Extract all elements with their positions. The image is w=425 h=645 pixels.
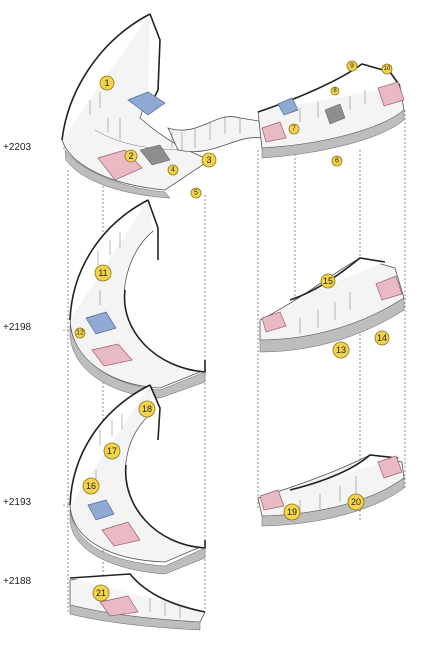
marker-8-label: 8 bbox=[333, 88, 337, 94]
marker-2-label: 2 bbox=[128, 151, 133, 161]
marker-12: 12 bbox=[74, 327, 86, 339]
marker-6: 6 bbox=[331, 155, 343, 167]
marker-19-label: 19 bbox=[287, 507, 297, 517]
marker-2: 2 bbox=[124, 149, 138, 163]
marker-18-label: 18 bbox=[142, 404, 152, 414]
marker-13: 13 bbox=[332, 341, 350, 359]
marker-11-label: 11 bbox=[98, 268, 107, 278]
marker-3-label: 3 bbox=[206, 155, 211, 165]
level-2198-west-wing bbox=[69, 199, 207, 399]
level-2203-west-wing bbox=[61, 13, 211, 199]
marker-20: 20 bbox=[347, 493, 365, 511]
marker-9: 9 bbox=[346, 60, 358, 72]
level-label-2198: +2198 bbox=[3, 322, 32, 333]
marker-14-label: 14 bbox=[377, 333, 387, 343]
marker-15: 15 bbox=[320, 273, 336, 289]
level-2193-west-wing bbox=[69, 384, 207, 575]
marker-18: 18 bbox=[138, 400, 156, 418]
marker-13-label: 13 bbox=[336, 345, 346, 355]
marker-1-label: 1 bbox=[104, 78, 109, 88]
level-2193-east-wing bbox=[257, 454, 405, 527]
marker-10-label: 10 bbox=[384, 66, 391, 72]
level-2198-east-wing bbox=[259, 257, 405, 353]
marker-9-label: 9 bbox=[350, 63, 354, 70]
marker-15-label: 15 bbox=[323, 276, 333, 286]
marker-1: 1 bbox=[99, 75, 115, 91]
marker-21: 21 bbox=[92, 584, 110, 602]
marker-4: 4 bbox=[167, 164, 179, 176]
level-2188-wing bbox=[69, 573, 206, 631]
marker-4-label: 4 bbox=[171, 167, 175, 174]
marker-7: 7 bbox=[288, 123, 300, 135]
marker-14: 14 bbox=[374, 330, 390, 346]
marker-19: 19 bbox=[283, 503, 301, 521]
marker-6-label: 6 bbox=[335, 158, 339, 165]
level-label-2188: +2188 bbox=[3, 576, 32, 587]
level-2203-bridge bbox=[167, 116, 266, 152]
level-2203-east-wing bbox=[257, 63, 405, 159]
marker-17-label: 17 bbox=[107, 446, 117, 456]
marker-20-label: 20 bbox=[351, 497, 361, 507]
marker-7-label: 7 bbox=[292, 126, 296, 133]
marker-16: 16 bbox=[82, 477, 100, 495]
marker-11: 11 bbox=[94, 264, 112, 282]
marker-5-label: 5 bbox=[194, 190, 198, 197]
level-label-2193: +2193 bbox=[3, 497, 32, 508]
marker-17: 17 bbox=[103, 442, 121, 460]
marker-16-label: 16 bbox=[86, 481, 96, 491]
marker-3: 3 bbox=[201, 152, 217, 168]
marker-5: 5 bbox=[190, 187, 202, 199]
marker-8: 8 bbox=[330, 86, 340, 96]
marker-21-label: 21 bbox=[96, 588, 106, 598]
marker-12-label: 12 bbox=[76, 330, 84, 337]
level-label-2203: +2203 bbox=[3, 142, 32, 153]
marker-10: 10 bbox=[381, 63, 393, 75]
